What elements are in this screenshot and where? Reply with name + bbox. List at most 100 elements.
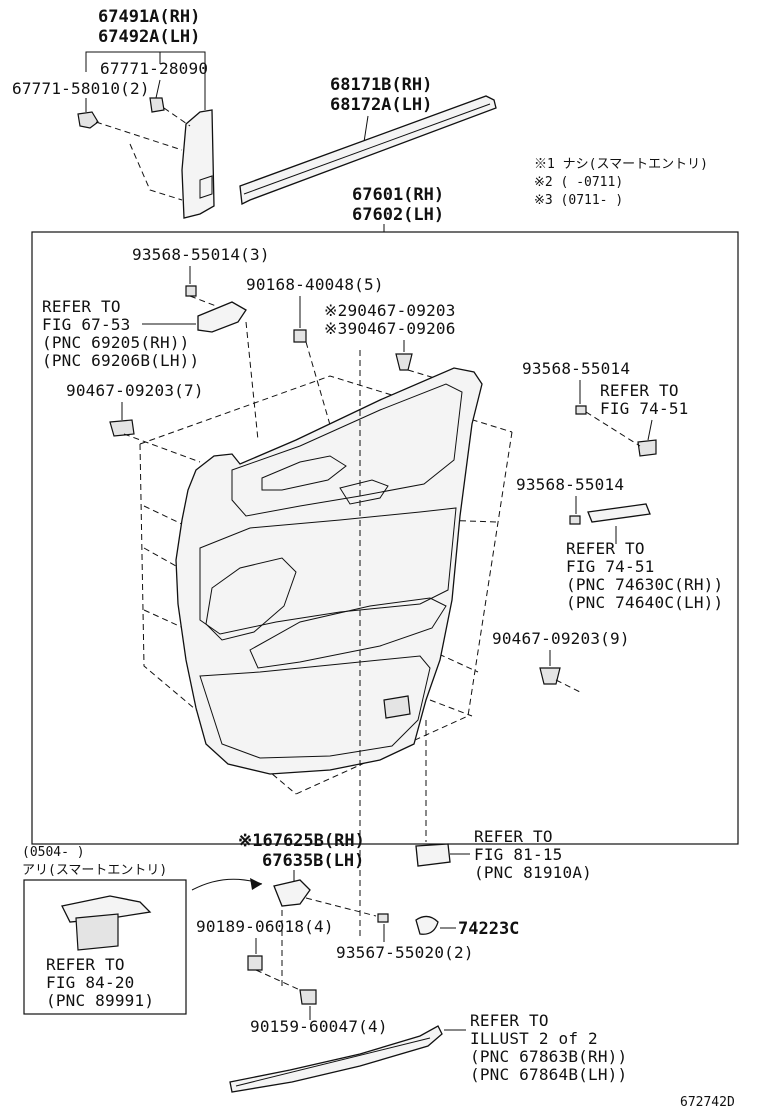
label-90467-09203-9: 90467-09203(9) [492, 629, 630, 648]
label-93568-55014-c: 93568-55014 [516, 475, 624, 494]
ref-fig67-53-line2: FIG 67-53 [42, 315, 131, 334]
label-90168-40048: 90168-40048(5) [246, 275, 384, 294]
note-1: ※1 ナシ(スマートエントリ) [534, 157, 708, 172]
diagram-code: 672742D [680, 1095, 735, 1110]
trim-speaker-opening [205, 557, 297, 641]
screw-93568-55014-b [575, 405, 587, 415]
label-67492a: 67492A(LH) [98, 27, 200, 47]
dash-lower-fasteners [255, 910, 301, 991]
screw-93568-55014-3 [185, 285, 197, 297]
ref-fig74-51b-line4: (PNC 74640C(LH)) [566, 593, 723, 612]
ref-fig81-15-line1: REFER TO [474, 827, 553, 846]
pillar-garnish [181, 109, 215, 219]
label-67771-58010: 67771-58010(2) [12, 79, 150, 98]
screw-93568-55014-c [569, 515, 581, 525]
dash-bezel [585, 411, 641, 447]
cap-74223c [415, 915, 439, 935]
label-67602: 67602(LH) [352, 205, 444, 225]
garnish-dash-2 [129, 143, 183, 201]
label-90467-09203-7: 90467-09203(7) [66, 381, 204, 400]
smart-entry-box [23, 879, 187, 1015]
courtesy-lamp [415, 843, 451, 867]
smart-entry-handle [61, 895, 152, 923]
screw-90159-60047 [299, 989, 317, 1005]
pull-handle [587, 503, 651, 523]
clip-67771-28090 [149, 97, 165, 113]
ref-fig81-15-line2: FIG 81-15 [474, 845, 563, 864]
label-67635b: 67635B(LH) [262, 851, 364, 871]
trim-upper-panel [231, 383, 463, 517]
ref-fig74-51a-line2: FIG 74-51 [600, 399, 689, 418]
trim-handle-pocket [339, 479, 389, 505]
ref-illust-line3: (PNC 67863B(RH)) [470, 1047, 627, 1066]
switch-bezel [637, 439, 657, 457]
inside-handle [273, 879, 311, 907]
nut-90189-06018 [247, 955, 263, 971]
inside-handle-bracket [197, 301, 247, 333]
label-90189-06018: 90189-06018(4) [196, 917, 334, 936]
leader-fig74-51a [647, 419, 653, 441]
arrow-head-icon [250, 878, 262, 890]
clip-90467-s2 [395, 353, 413, 371]
pillar-garnish-notch [199, 175, 213, 199]
label-67625b: ※167625B(RH) [238, 831, 365, 851]
lower-weatherstrip-edge [235, 1037, 431, 1087]
ref-fig67-53-line4: (PNC 69206B(LH)) [42, 351, 199, 370]
ref-fig74-51b-line2: FIG 74-51 [566, 557, 655, 576]
garnish-dash-1 [95, 121, 183, 151]
ref-fig74-51b-line1: REFER TO [566, 539, 645, 558]
note-2: ※2 ( -0711) [534, 175, 623, 190]
label-74223c: 74223C [458, 919, 519, 939]
garnish-dash-3 [163, 107, 191, 127]
note-3: ※3 (0711- ) [534, 193, 623, 208]
label-93567-55020: 93567-55020(2) [336, 943, 474, 962]
ref-illust-line4: (PNC 67864B(LH)) [470, 1065, 627, 1084]
leader-68171b [363, 115, 369, 143]
label-90159-60047: 90159-60047(4) [250, 1017, 388, 1036]
lower-weatherstrip [229, 1025, 443, 1093]
trim-lower-panel [199, 655, 431, 759]
leader-67771-28090 [155, 79, 161, 99]
trim-armrest [249, 597, 447, 669]
dash-inside-handle [305, 897, 377, 917]
label-67771-28090: 67771-28090 [100, 59, 208, 78]
ref-fig74-51b-line3: (PNC 74630C(RH)) [566, 575, 723, 594]
ref-fig84-20-line1: REFER TO [46, 955, 125, 974]
ref-fig67-53-line3: (PNC 69205(RH)) [42, 333, 190, 352]
label-68172a: 68172A(LH) [330, 95, 432, 115]
ref-fig81-15-line3: (PNC 81910A) [474, 863, 592, 882]
screw-90168-40048 [293, 329, 307, 343]
ref-illust-line2: ILLUST 2 of 2 [470, 1029, 598, 1048]
label-90467-09206-s3: ※390467-09206 [324, 319, 456, 338]
trim-lamp-hole [383, 695, 411, 719]
clip-67771-58010 [77, 111, 99, 129]
ref-illust-line1: REFER TO [470, 1011, 549, 1030]
trim-handle-recess [261, 455, 347, 491]
assembly-frame [31, 231, 739, 845]
label-68171b: 68171B(RH) [330, 75, 432, 95]
ref-fig74-51a-line1: REFER TO [600, 381, 679, 400]
ref-fig84-20-line3: (PNC 89991) [46, 991, 154, 1010]
ref-fig67-53-line1: REFER TO [42, 297, 121, 316]
clip-90467-09203-9 [539, 667, 561, 685]
label-93568-55014-b: 93568-55014 [522, 359, 630, 378]
clip-90467-09203-7 [109, 419, 135, 437]
label-90467-09203-s2: ※290467-09203 [324, 301, 456, 320]
trim-mid-panel [199, 507, 457, 635]
dash-clip9 [555, 679, 581, 693]
label-67601: 67601(RH) [352, 185, 444, 205]
projection-box-top [139, 375, 513, 445]
smart-entry-module [75, 913, 119, 951]
belt-weatherstrip [239, 95, 497, 205]
leader-67491a-bracket [85, 51, 206, 110]
label-93568-55014-3: 93568-55014(3) [132, 245, 270, 264]
projection-box-inner [143, 505, 497, 717]
door-trim-board [175, 367, 483, 775]
date-0504: (0504- ) [22, 845, 85, 860]
label-67491a: 67491A(RH) [98, 7, 200, 27]
ari-smart-entry: アリ(スマートエントリ) [22, 863, 167, 878]
screw-93567-55020 [377, 913, 389, 923]
ref-fig84-20-line2: FIG 84-20 [46, 973, 135, 992]
weatherstrip-edge [243, 103, 491, 195]
